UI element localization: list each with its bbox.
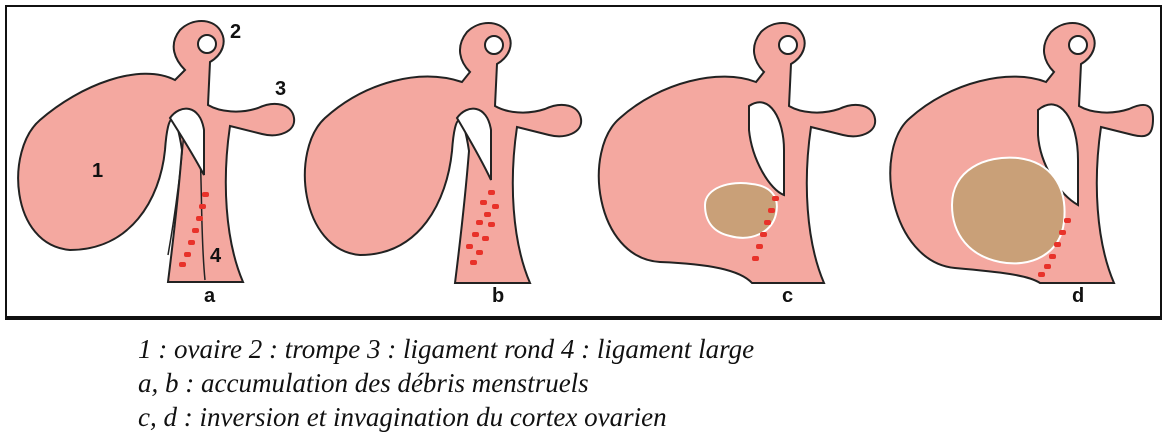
caption-divider: [5, 318, 1162, 320]
panel-label-a: a: [204, 285, 216, 307]
label-round-ligament: 3: [275, 78, 286, 100]
legend-line-2: a, b : accumulation des débris menstruel…: [138, 366, 754, 400]
legend-line-3: c, d : inversion et invagination du cort…: [138, 400, 754, 434]
label-tube: 2: [230, 21, 241, 43]
panel-label-c: c: [782, 285, 793, 307]
panel-label-d: d: [1072, 285, 1084, 307]
diagram-panels: 1 2 3 4 a b: [0, 0, 1164, 320]
legend-caption: 1 : ovaire 2 : trompe 3 : ligament rond …: [138, 332, 754, 434]
label-ovary: 1: [92, 160, 103, 182]
panel-c: c: [599, 23, 875, 307]
panel-b: b: [305, 23, 581, 307]
panel-d: d: [890, 23, 1153, 307]
legend-line-1: 1 : ovaire 2 : trompe 3 : ligament rond …: [138, 332, 754, 366]
panel-label-b: b: [492, 285, 504, 307]
label-broad-ligament: 4: [210, 245, 222, 267]
panel-a: 1 2 3 4 a: [18, 21, 294, 307]
